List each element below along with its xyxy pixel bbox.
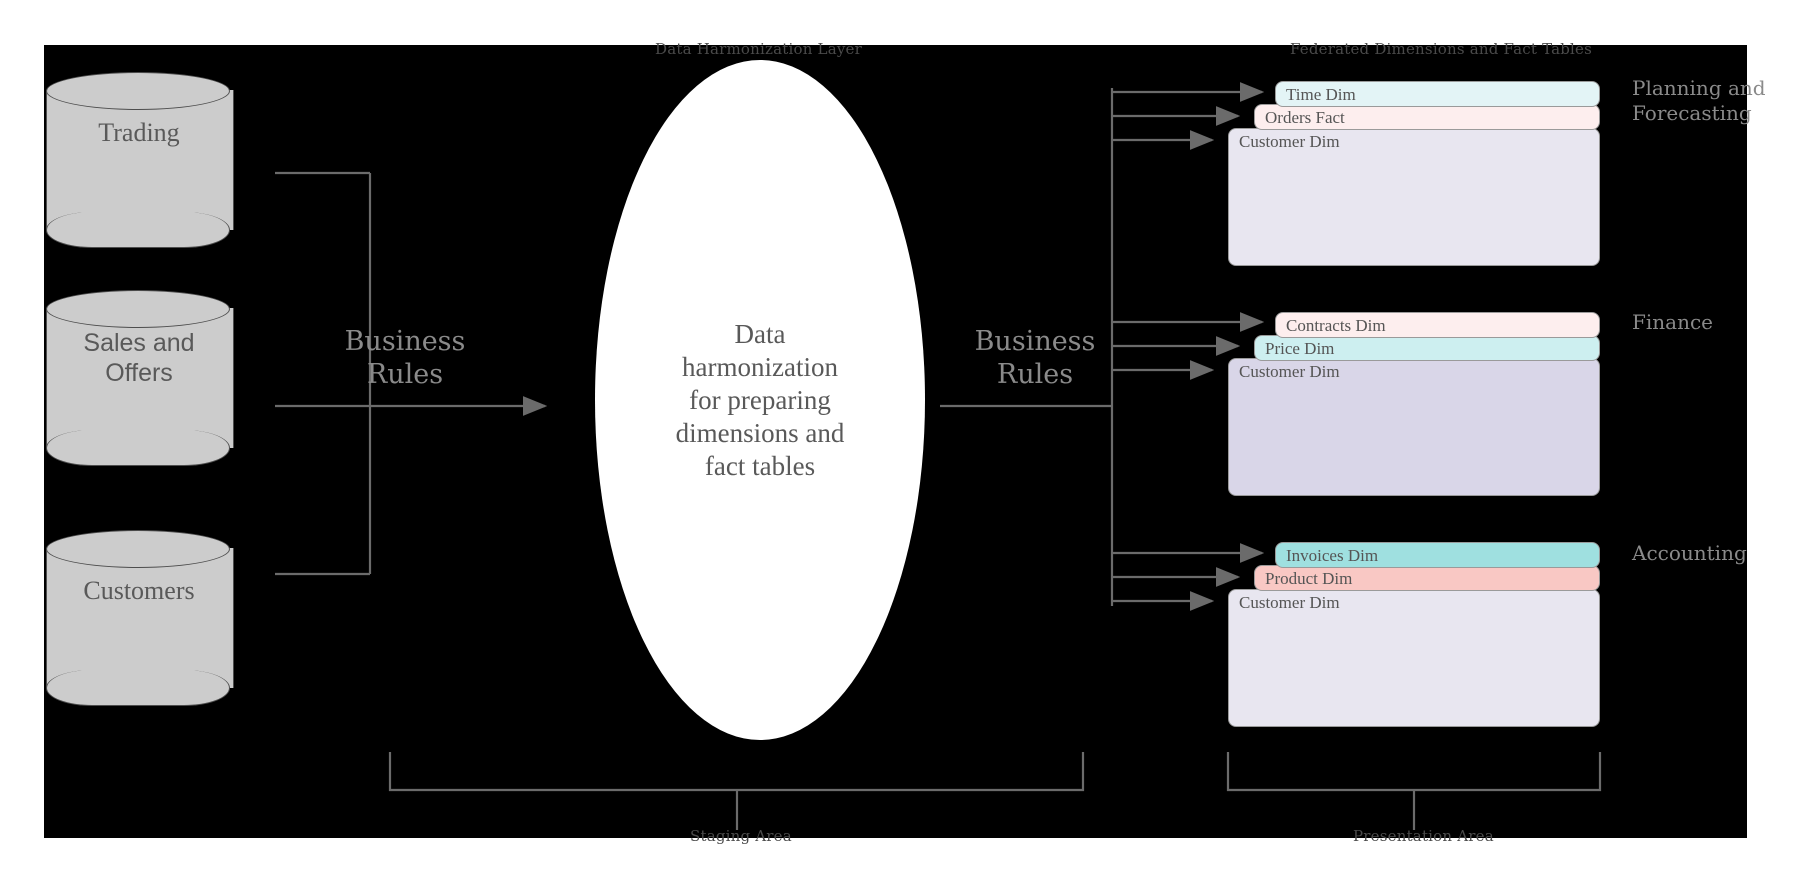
card-customer-dim-planning[interactable]: Customer Dim [1228,128,1600,266]
harmonization-ellipse[interactable]: Data harmonization for preparing dimensi… [595,60,925,740]
cylinder-top [46,530,230,568]
source-label-sales-and-offers: Sales and Offers [83,329,195,387]
caption-presentation-area: Presentation Area [1353,827,1494,845]
business-rules-label-left: Business Rules [344,326,466,390]
card-label: Customer Dim [1239,132,1340,151]
cylinder-bottom [46,430,230,466]
group-label-finance: Finance [1632,310,1713,334]
caption-staging-area: Staging Area [690,827,792,845]
card-contracts-dim[interactable]: Contracts Dim [1275,312,1600,338]
card-time-dim[interactable]: Time Dim [1275,81,1600,107]
harmonization-ellipse-text: Data harmonization for preparing dimensi… [675,318,845,481]
card-label: Customer Dim [1239,362,1340,381]
card-customer-dim-finance[interactable]: Customer Dim [1228,358,1600,496]
cylinder-bottom [46,670,230,706]
caption-federated-dimensions: Federated Dimensions and Fact Tables [1290,40,1593,58]
card-invoices-dim[interactable]: Invoices Dim [1275,542,1600,568]
source-label-trading: Trading [98,118,180,147]
cylinder-bottom [46,212,230,248]
cylinder-body [46,548,234,688]
card-label: Time Dim [1286,85,1356,104]
card-label: Invoices Dim [1286,546,1379,565]
cylinder-body [46,90,234,230]
bracket-presentation [1226,752,1602,792]
business-rules-label-right: Business Rules [974,326,1096,390]
card-label: Customer Dim [1239,593,1340,612]
card-customer-dim-accounting[interactable]: Customer Dim [1228,589,1600,727]
caption-harmonization-layer: Data Harmonization Layer [655,40,862,58]
card-label: Orders Fact [1265,108,1345,127]
group-label-accounting: Accounting [1632,541,1747,565]
cylinder-top [46,290,230,328]
card-label: Contracts Dim [1286,316,1386,335]
bracket-staging [388,752,1085,792]
card-label: Price Dim [1265,339,1335,358]
source-label-customers: Customers [83,576,195,605]
card-orders-fact[interactable]: Orders Fact [1254,104,1600,130]
cylinder-top [46,72,230,110]
group-label-planning-and-forecasting: Planning and Forecasting [1632,76,1766,125]
cylinder-body [46,308,234,448]
card-label: Product Dim [1265,569,1353,588]
card-product-dim[interactable]: Product Dim [1254,565,1600,591]
card-price-dim[interactable]: Price Dim [1254,335,1600,361]
